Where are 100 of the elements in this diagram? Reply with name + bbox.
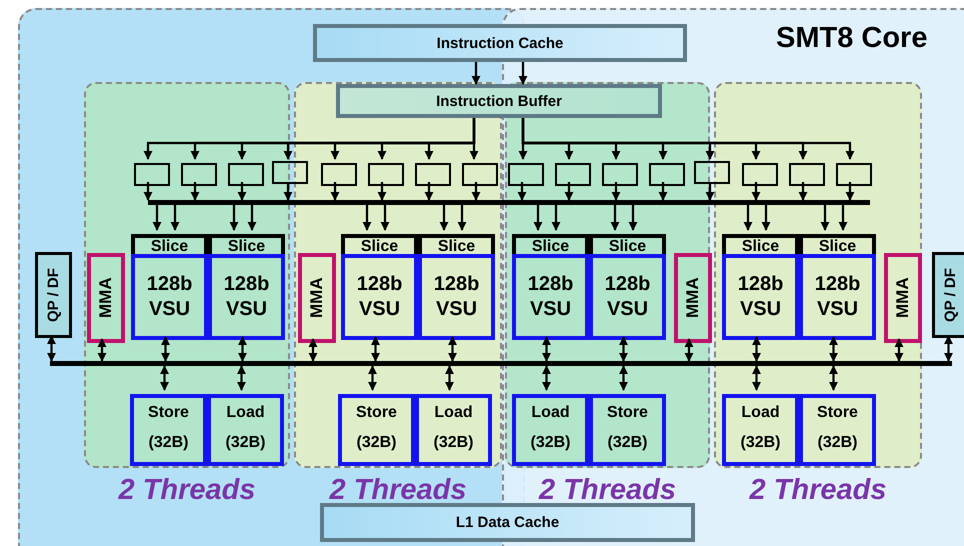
double-arrow (371, 336, 380, 362)
size-label: (32B) (147, 434, 190, 452)
arrow (362, 205, 372, 231)
vsu-box: 128b VSU (799, 254, 876, 340)
queue-box (272, 161, 308, 184)
arrow (744, 205, 752, 231)
load-store-box (130, 394, 207, 466)
load-store-box (512, 394, 589, 466)
queue-box (694, 161, 730, 184)
double-arrow (944, 335, 953, 362)
slice-header: Slice (512, 234, 589, 256)
arrow (564, 182, 574, 201)
arrow (248, 205, 256, 231)
vsu-box: 128b VSU (722, 254, 799, 340)
mma-box: MMA (87, 253, 125, 343)
arrow (752, 182, 760, 201)
queue-box (368, 163, 404, 186)
unit-label: Store (816, 404, 859, 422)
slice-header: Slice (341, 234, 418, 256)
arrow (518, 182, 526, 201)
arrow (846, 182, 854, 201)
size-label: (32B) (432, 434, 474, 452)
arrow (330, 182, 340, 201)
queue-box (415, 163, 451, 186)
double-arrow (619, 336, 628, 362)
vsu-box: 128b VSU (512, 254, 589, 340)
queue-box (836, 163, 872, 186)
double-arrow (894, 338, 904, 362)
arrow (424, 182, 434, 201)
arrow (762, 205, 770, 231)
bus-bar (50, 361, 952, 366)
queue-box (181, 163, 217, 186)
arrow (706, 182, 714, 201)
double-arrow (542, 365, 551, 391)
double-arrow (160, 365, 169, 391)
cache-box: L1 Data Cache (320, 503, 695, 542)
queue-box (649, 163, 685, 186)
slice-header: Slice (799, 234, 876, 256)
size-label: (32B) (606, 434, 648, 452)
qp-df-box: QP / DF (932, 252, 964, 338)
size-label: (32B) (816, 434, 858, 452)
slice-header: Slice (722, 234, 799, 256)
unit-label: Load (433, 404, 474, 422)
load-store-box (799, 394, 876, 466)
queue-box (742, 163, 778, 186)
double-arrow (237, 365, 246, 391)
arrow (440, 205, 448, 231)
double-arrow (829, 365, 838, 391)
queue-box (555, 163, 591, 186)
arrow (552, 205, 560, 231)
arrow (144, 182, 152, 201)
arrow (380, 205, 390, 231)
arrow (190, 182, 200, 201)
double-arrow (238, 336, 247, 362)
double-arrow (445, 365, 454, 391)
size-label: (32B) (739, 434, 782, 452)
arrow (798, 182, 808, 201)
arrow (170, 205, 180, 231)
slice-header: Slice (208, 234, 285, 256)
vsu-box: 128b VSU (208, 254, 285, 340)
thread-count-label: 2 Threads (117, 474, 256, 507)
load-store-box (338, 394, 415, 466)
double-arrow (542, 336, 551, 362)
load-store-box (589, 394, 666, 466)
double-arrow (752, 336, 761, 362)
load-store-box (415, 394, 492, 466)
arrow (458, 205, 466, 231)
double-arrow (161, 336, 170, 362)
arrow (628, 205, 638, 231)
vsu-box: 128b VSU (341, 254, 418, 340)
mma-box: MMA (884, 253, 922, 343)
queue-box (134, 163, 170, 186)
slice-header: Slice (418, 234, 495, 256)
arrow (472, 62, 480, 85)
arrow (284, 182, 292, 201)
arrow (534, 205, 542, 231)
queue-box (508, 163, 544, 186)
size-label: (32B) (529, 434, 572, 452)
arrow (658, 182, 668, 201)
arrow (230, 205, 238, 231)
arrow (820, 205, 830, 231)
queue-box (321, 163, 357, 186)
bus-bar (148, 200, 870, 205)
size-label: (32B) (224, 434, 266, 452)
arrow (838, 205, 848, 231)
unit-label: Load (225, 404, 266, 422)
unit-label: Store (355, 404, 398, 422)
slice-header: Slice (589, 234, 666, 256)
load-store-box (722, 394, 799, 466)
queue-box (789, 163, 825, 186)
buffer-box: Instruction Buffer (336, 84, 662, 118)
unit-label: Store (147, 404, 190, 422)
arrow (612, 182, 620, 201)
slice-header: Slice (131, 234, 208, 256)
double-arrow (98, 338, 106, 362)
load-store-box (207, 394, 284, 466)
vsu-box: 128b VSU (589, 254, 666, 340)
arrow (472, 182, 480, 201)
queue-box (462, 163, 498, 186)
vsu-box: 128b VSU (418, 254, 495, 340)
